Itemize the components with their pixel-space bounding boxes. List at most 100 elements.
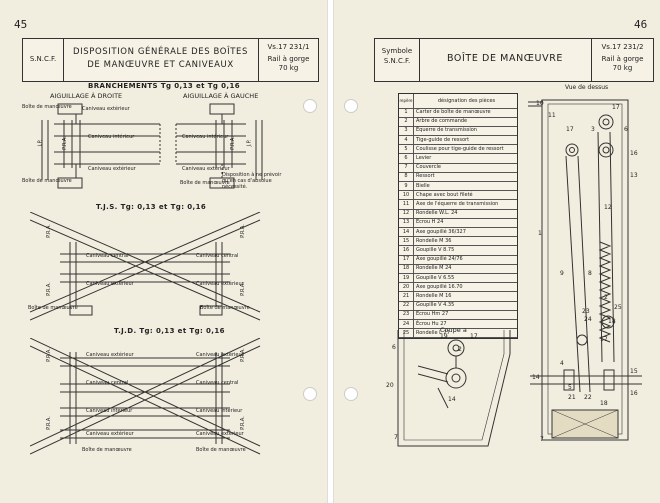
part-number: 20 [399,282,414,292]
tjs-drawing [30,212,261,321]
part-number: 8 [399,172,414,181]
callout-number: 16 [630,150,638,157]
label-boite: Boîte de manœuvre [22,178,72,184]
label-caniveau-int: Caniveau intérieur [182,134,229,140]
label-pra: P.R.A. [239,224,246,238]
label-caniveau-ext: Caniveau extérieur [196,281,244,287]
ref-cell: Vs.17 231/1 Rail à gorge 70 kg [258,39,318,81]
part-designation: Écrou H 24 [416,219,444,226]
callout-number: 10 [536,100,544,107]
callout-number: 3 [591,126,595,133]
ref-cell: Vs.17 231/2 Rail à gorge 70 kg [591,39,653,81]
callout-number: 13 [630,172,638,179]
part-designation: Goupille V 8.75 [416,247,455,253]
part-designation: Axe goupillé 24/76 [416,256,463,263]
callout-number: 16 [630,390,638,397]
org-cell: Symbole S.N.C.F. [375,39,420,81]
label-jp: J.P. [37,139,44,147]
part-designation: Écrou Hm 27 [416,311,449,318]
label-pra: P.R.A. [239,416,246,430]
part-designation: Rondelle M 24 [416,265,452,272]
part-number: 10 [399,190,414,200]
title-cell: BOÎTE DE MANŒUVRE [419,39,591,81]
label-disposition-note: Disposition à ne prévoir qu'en cas d'abs… [222,172,282,190]
part-designation: Rondelle M 16 [416,293,452,299]
part-designation: Rondelle L 27 [416,329,450,336]
part-designation: Arbre de commande [416,118,468,125]
label-caniveau-ext: Caniveau extérieur [86,352,134,358]
callout-number: 4 [560,360,564,367]
section-title: BRANCHEMENTS Tg 0,13 et Tg 0,16 [88,82,240,90]
label-boite: Boîte de manœuvre [180,180,230,186]
callout-number: 11 [548,112,556,119]
left-page: 45 S.N.C.F. DISPOSITION GÉNÉRALE DES BOÎ… [0,0,328,503]
callout-number: 7 [540,436,544,443]
callout-number: 2 [458,346,462,353]
part-designation: Rondelle W.L. 24 [416,210,458,217]
page-title: BOÎTE DE MANŒUVRE [446,53,563,64]
label-caniveau-central: Caniveau central [86,380,129,386]
callout-number: 6 [624,126,628,133]
callout-number: 2 [604,294,608,301]
part-number: 21 [399,292,414,301]
label-pra: P.R.A. [229,136,236,150]
label-caniveau-central: Caniveau central [196,380,239,386]
part-designation: Rondelle M 36 [416,237,452,244]
part-designation: Axe de l'équerre de transmission [416,201,499,207]
callout-number: 23 [582,308,590,315]
binder-hole [344,99,358,113]
page-number: 45 [14,18,28,31]
part-number: 19 [399,273,414,283]
label-caniveau-int: Caniveau intérieur [196,408,243,414]
section-subtitle: AIGUILLAGE À GAUCHE [183,92,259,100]
section-subtitle: AIGUILLAGE À DROITE [50,92,123,100]
part-number: 7 [399,163,414,172]
callout-number: 14 [532,374,540,381]
top-view-drawing [528,99,642,441]
page-title-line2: DE MANŒUVRE ET CANIVEAUX [87,60,234,70]
callout-number: 7 [394,434,398,441]
callout-number: 1 [538,230,542,237]
page-number: 46 [634,18,648,31]
label-pra: P.R.A. [45,416,52,430]
part-designation: Ressort [416,173,435,180]
part-designation: Goupille V 6.55 [416,274,455,281]
part-number: 22 [399,301,414,310]
label-pra: P.R.A. [239,282,246,296]
callout-number: 9 [560,270,564,277]
org-cell: S.N.C.F. [23,39,64,81]
part-designation: Axe goupillé 16.70 [416,283,463,290]
callout-number: 17 [612,104,620,111]
title-block: S.N.C.F. DISPOSITION GÉNÉRALE DES BOÎTES… [22,38,319,82]
callout-number: 25 [614,304,622,311]
binder-hole [344,387,358,401]
callout-number: 17 [470,333,478,340]
label-pra: P.R.A. [239,348,246,362]
label-caniveau-ext: Caniveau extérieur [196,352,244,358]
label-pra: P.R.A. [45,348,52,362]
label-caniveau-ext: Caniveau extérieur [86,281,134,287]
section-a-drawing [397,330,511,447]
callout-number: 14 [448,396,456,403]
part-designation: Levier [416,155,432,161]
callout-number: 20 [386,382,394,389]
page-title: DISPOSITION GÉNÉRALE DES BOÎTES [73,47,248,57]
callout-number: 17 [600,336,608,343]
label-boite: Boîte de manœuvre [200,305,250,311]
label-pra: P.R.A. [45,282,52,296]
